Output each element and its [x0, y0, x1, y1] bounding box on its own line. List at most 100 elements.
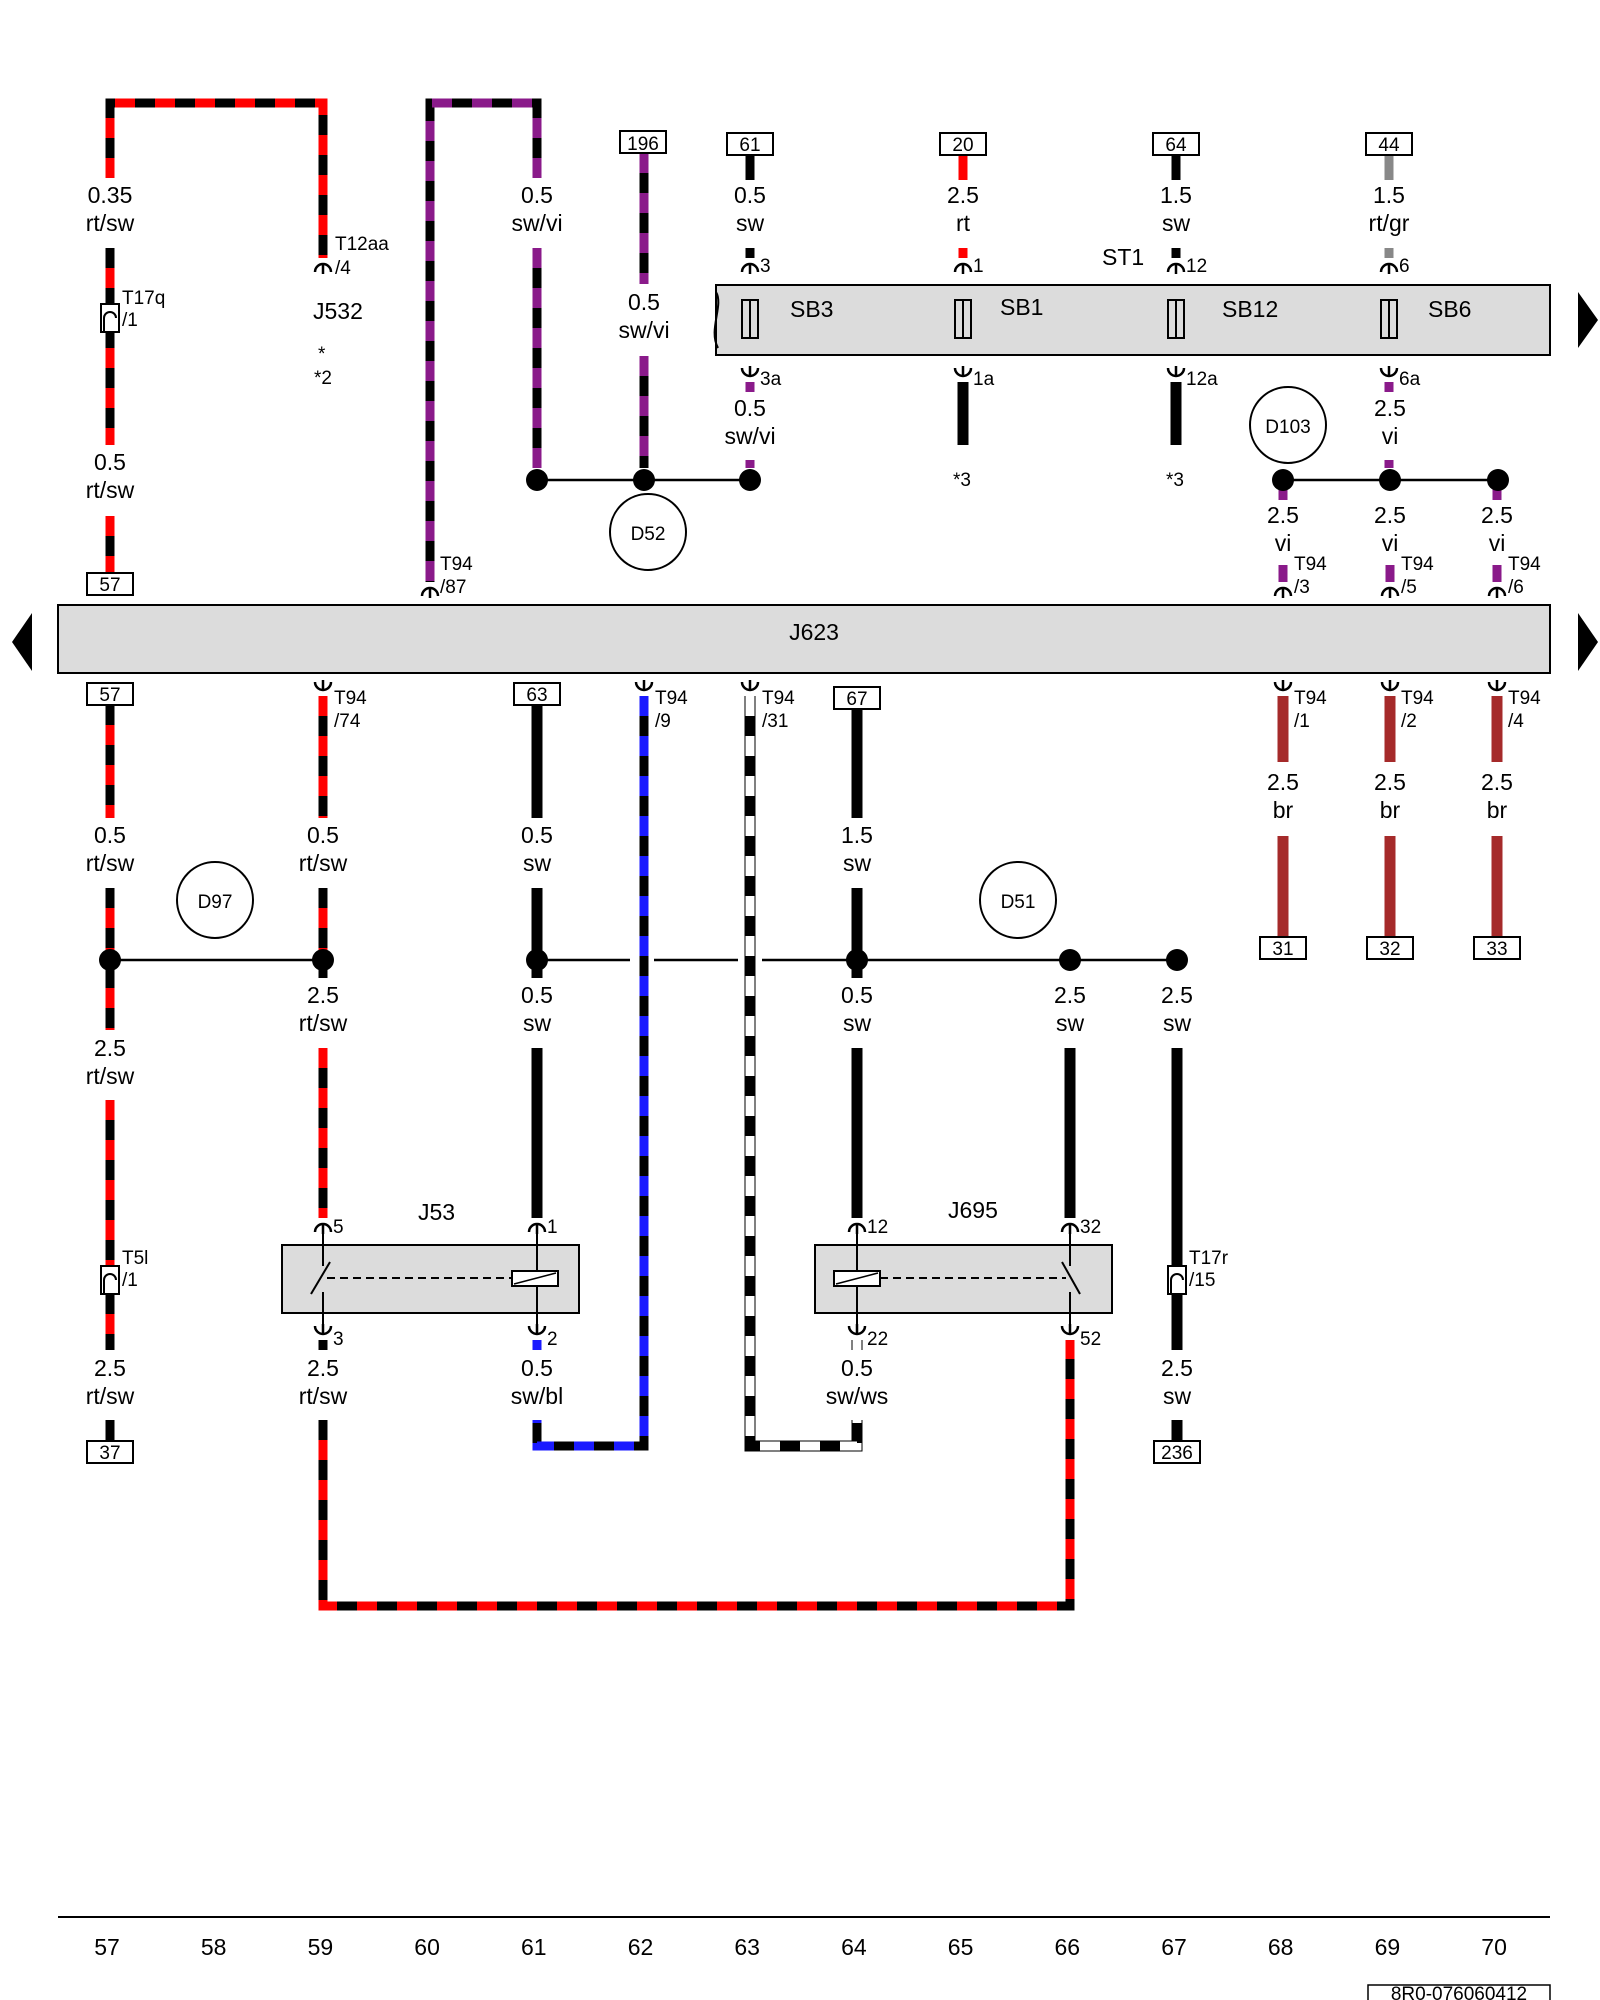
label-j53: J53 [418, 1199, 455, 1225]
relay-j695 [814, 1232, 1113, 1325]
wire-size: 0.35 [88, 182, 133, 208]
pin-6a: 6a [1399, 369, 1421, 390]
scale-number: 58 [201, 1934, 227, 1960]
gateway-j623 [57, 604, 1551, 674]
pin-t17q-n: /1 [122, 310, 138, 331]
pin-t12aa: T12aa [335, 234, 389, 255]
pin-t94: T94 [1294, 554, 1327, 575]
svg-text:D97: D97 [198, 892, 233, 913]
label-j695: J695 [948, 1197, 998, 1223]
wire-color: sw [736, 210, 765, 236]
pin-3: 3 [760, 256, 771, 277]
wire-size: 2.5 [1481, 769, 1513, 795]
wire-rt-sw [318, 1340, 1075, 1611]
pin-t94-6: /6 [1508, 577, 1524, 598]
pin-t5l: T5l [122, 1248, 148, 1269]
fuse-sb6 [1380, 299, 1398, 339]
pin-j53-5: 5 [333, 1217, 344, 1238]
doc-number-box [1367, 1984, 1551, 2000]
pin-t94: T94 [1508, 688, 1541, 709]
pin-t94: T94 [334, 688, 367, 709]
wire-color: vi [1275, 530, 1292, 556]
label-sb3: SB3 [790, 296, 833, 322]
svg-text:67: 67 [846, 689, 867, 710]
pin-j53-2: 2 [547, 1329, 558, 1350]
scale-number: 69 [1375, 1934, 1401, 1960]
scale-number: 66 [1055, 1934, 1081, 1960]
doc-number: 8R0-076060412 [1391, 1984, 1527, 2000]
pin-t12aa-n: /4 [335, 258, 351, 279]
wire-size: 0.5 [734, 182, 766, 208]
scale-number: 61 [521, 1934, 547, 1960]
wire-size: 2.5 [947, 182, 979, 208]
label-sb12: SB12 [1222, 296, 1278, 322]
pin-t17r-n: /15 [1189, 1270, 1215, 1291]
svg-text:44: 44 [1378, 135, 1400, 156]
wire-color: sw/bl [511, 1383, 563, 1409]
note-star2: *2 [314, 368, 332, 389]
wire-color: rt/sw [86, 1063, 135, 1089]
pin-t94-3: /3 [1294, 577, 1310, 598]
ref-32: 32 [1366, 936, 1414, 960]
svg-text:37: 37 [99, 1443, 120, 1464]
pin-j695-12: 12 [867, 1217, 888, 1238]
wire-size: 0.5 [734, 395, 766, 421]
wire-color: sw [843, 850, 872, 876]
wire-size: 1.5 [1373, 182, 1405, 208]
scale-number: 59 [308, 1934, 334, 1960]
pin-t94: T94 [655, 688, 688, 709]
scale-number: 62 [628, 1934, 654, 1960]
wire-color: rt/sw [86, 1383, 135, 1409]
pin-t94-2: /2 [1401, 711, 1417, 732]
pin-t94-9: /9 [655, 711, 671, 732]
note-star: * [318, 344, 326, 365]
scale-number: 64 [841, 1934, 867, 1960]
svg-text:D103: D103 [1265, 417, 1310, 438]
svg-text:64: 64 [1165, 135, 1187, 156]
pin-labels: T12aa/4 T17q/1 3 1 12 6 3a 1a 12a 6a T94… [122, 234, 1541, 1350]
wire-size: 0.5 [841, 1355, 873, 1381]
pin-12a: 12a [1186, 369, 1218, 390]
wire-color: rt/sw [299, 1383, 348, 1409]
wire-color: sw [1162, 210, 1191, 236]
wire-color: rt/sw [86, 210, 135, 236]
ref-44: 44 [1365, 132, 1413, 156]
wire-color: rt/gr [1369, 210, 1410, 236]
pin-t94: T94 [762, 688, 795, 709]
wire-color: vi [1489, 530, 1506, 556]
wire-sw-ws [744, 696, 863, 1452]
scale-number: 65 [948, 1934, 974, 1960]
pin-t94-74: /74 [334, 711, 361, 732]
scale-number: 67 [1161, 1934, 1187, 1960]
splice-d103: D103 [1249, 386, 1327, 464]
wire-size: 2.5 [307, 982, 339, 1008]
continue-left-arrow [12, 613, 32, 671]
pin-j695-52: 52 [1080, 1329, 1101, 1350]
ref-37: 37 [86, 1440, 134, 1464]
pin-t94-5: /5 [1401, 577, 1417, 598]
wire-size: 0.5 [521, 182, 553, 208]
svg-text:D51: D51 [1001, 892, 1036, 913]
wire-size: 1.5 [1160, 182, 1192, 208]
ref-57-bottom: 57 [86, 682, 134, 706]
wire-size: 2.5 [1161, 982, 1193, 1008]
continue-right-arrow-mid [1578, 613, 1598, 671]
scale-number: 68 [1268, 1934, 1294, 1960]
splice-d97: D97 [176, 861, 254, 939]
wire-size: 2.5 [1374, 769, 1406, 795]
label-j623: J623 [789, 619, 839, 645]
wire-color: sw [843, 1010, 872, 1036]
ref-67: 67 [833, 686, 881, 710]
reference-boxes: 196 61 20 64 44 57 57 63 67 31 32 33 37 … [86, 130, 1521, 1464]
pin-t94-4: /4 [1508, 711, 1524, 732]
pin-t94-87: /87 [440, 577, 466, 598]
wire-color: br [1380, 797, 1401, 823]
note-star3-a: *3 [953, 470, 971, 491]
svg-text:63: 63 [526, 685, 547, 706]
scale-number: 63 [734, 1934, 760, 1960]
inline-connector-t5l [100, 1265, 120, 1295]
pin-t17q: T17q [122, 288, 165, 309]
wire-color: rt/sw [86, 850, 135, 876]
